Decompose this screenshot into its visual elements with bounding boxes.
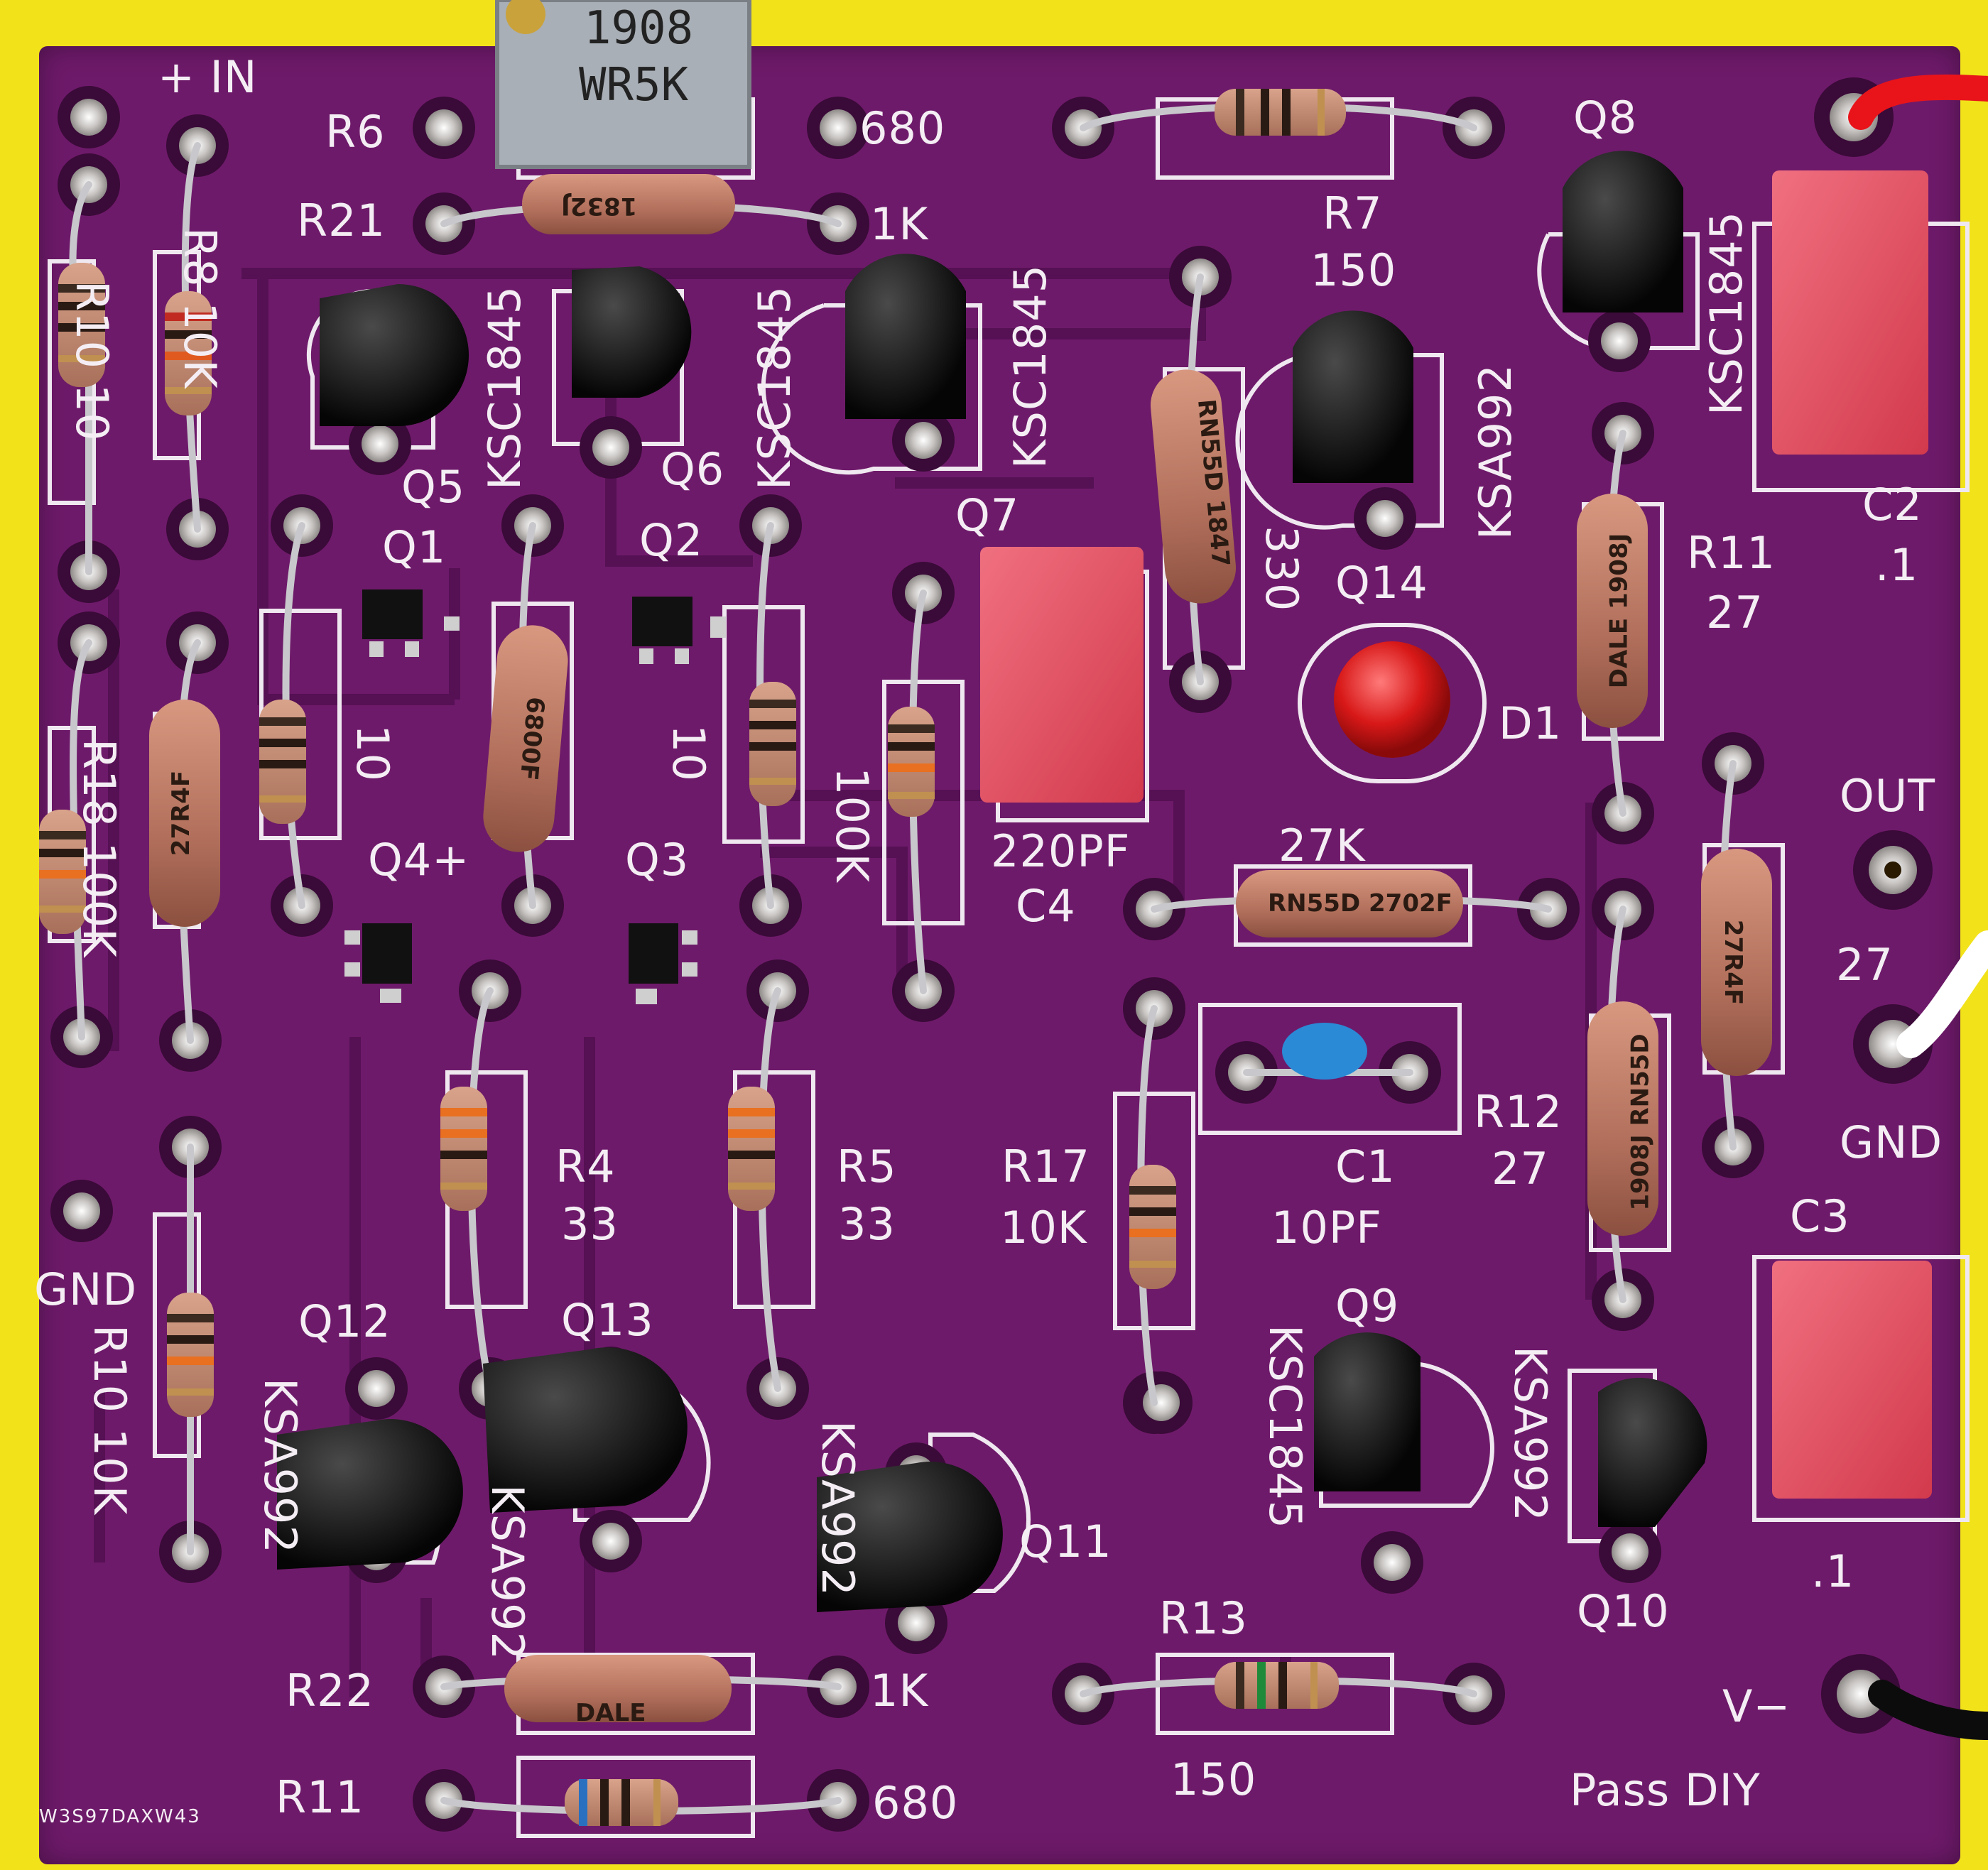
label-r18: R18 100K <box>73 739 125 958</box>
label-plus-in: + IN <box>158 51 258 103</box>
label-r5: R5 <box>837 1141 897 1192</box>
ceramic-capacitor <box>1282 1023 1367 1080</box>
label-q11-part: KSA992 <box>812 1420 864 1597</box>
label-q9: Q9 <box>1335 1280 1400 1332</box>
label-r13: R13 <box>1159 1592 1248 1644</box>
label-c2-value: .1 <box>1875 539 1919 591</box>
label-r21: R21 <box>297 195 386 246</box>
label-r11-bottom-value: 680 <box>872 1777 959 1829</box>
label-27k: 27K <box>1278 820 1366 871</box>
label-10a: 10 <box>347 724 398 782</box>
label-r17-value: 10K <box>1000 1202 1087 1254</box>
label-q14-part: KSA992 <box>1470 364 1521 540</box>
label-d1: D1 <box>1499 697 1563 749</box>
trimpot-marking-top: 1908 <box>584 2 694 55</box>
to92-transistors <box>277 151 1707 1612</box>
resistor-bodies <box>149 174 1772 1722</box>
label-c3: C3 <box>1790 1190 1850 1242</box>
label-q6: Q6 <box>661 443 725 495</box>
label-r11-right-value: 27 <box>1706 587 1764 638</box>
label-q12: Q12 <box>298 1295 391 1347</box>
label-r10: R10 10K <box>84 1325 136 1516</box>
label-c2: C2 <box>1862 479 1923 531</box>
label-board-id: W3S97DAXW43 <box>39 1806 201 1827</box>
label-v-minus: V− <box>1722 1680 1791 1732</box>
label-10b: 10 <box>663 724 715 782</box>
label-q8: Q8 <box>1573 92 1638 143</box>
r11-body-marking: DALE 1908J <box>1604 533 1634 689</box>
label-pass-diy: Pass DIY <box>1570 1764 1761 1816</box>
label-r22-value: 1K <box>870 1665 929 1717</box>
trimpot <box>495 0 751 169</box>
label-r7: R7 <box>1322 187 1383 239</box>
r22-body-marking: DALE <box>575 1699 646 1727</box>
label-330: 330 <box>1256 526 1308 612</box>
label-q11: Q11 <box>1019 1516 1112 1567</box>
label-q2: Q2 <box>639 514 704 566</box>
label-gnd-left: GND <box>34 1263 138 1315</box>
hookup-wires <box>1848 74 1988 1740</box>
label-q10: Q10 <box>1577 1585 1670 1637</box>
label-r7-value: 150 <box>1310 244 1397 296</box>
label-r4: R4 <box>555 1141 616 1192</box>
label-q13: Q13 <box>561 1294 654 1346</box>
label-c4: C4 <box>1016 880 1076 932</box>
label-q6-part: KSC1845 <box>749 285 800 490</box>
label-r22: R22 <box>286 1665 374 1717</box>
label-r21-value: 1K <box>870 198 929 250</box>
small-resistors <box>39 89 1346 1826</box>
film-capacitors <box>980 170 1932 1499</box>
r27r4f-left-body-marking: 27R4F <box>167 770 196 857</box>
label-r13-value: 150 <box>1170 1754 1257 1805</box>
label-r12-value: 27 <box>1492 1143 1549 1195</box>
label-c4-value: 220PF <box>991 825 1131 877</box>
r12-body-marking: 1908J RN55D <box>1626 1033 1655 1211</box>
label-r12: R12 <box>1474 1086 1563 1138</box>
r27r4f-right-body-marking: 27R4F <box>1719 919 1748 1006</box>
label-q8-part: KSC1845 <box>1700 210 1752 415</box>
led-d1 <box>1334 641 1450 758</box>
r21-body-marking: 1832J <box>561 192 638 220</box>
label-q7-part: KSC1845 <box>1004 263 1056 469</box>
label-27: 27 <box>1836 939 1894 991</box>
label-r4-value: 33 <box>561 1198 619 1250</box>
label-100k: 100K <box>826 767 878 883</box>
label-c3-value: .1 <box>1811 1545 1855 1597</box>
label-q9-part: KSC1845 <box>1259 1325 1311 1530</box>
label-gnd-right: GND <box>1840 1116 1943 1168</box>
label-r10-left: R10 10 <box>66 281 118 442</box>
r27k-body-marking: RN55D 2702F <box>1268 889 1452 918</box>
label-c1: C1 <box>1335 1141 1396 1192</box>
label-r6: R6 <box>325 106 386 158</box>
label-q5-part: KSC1845 <box>479 285 531 490</box>
label-r17: R17 <box>1001 1141 1090 1192</box>
label-r11-right: R11 <box>1687 527 1776 579</box>
label-q3: Q3 <box>625 834 690 886</box>
label-r8: R8 10K <box>174 227 226 389</box>
label-c1-value: 10PF <box>1271 1202 1382 1254</box>
label-q5: Q5 <box>401 461 466 513</box>
label-q7: Q7 <box>955 489 1020 541</box>
label-out: OUT <box>1840 770 1936 822</box>
label-q13-part: KSA992 <box>482 1484 533 1660</box>
label-q12-part: KSA992 <box>254 1378 306 1554</box>
trimpot-marking-bottom: WR5K <box>579 59 689 112</box>
smd-transistors <box>344 589 726 1004</box>
label-q10-part: KSA992 <box>1504 1346 1556 1522</box>
label-r5-value: 33 <box>838 1198 896 1250</box>
label-r6-value: 680 <box>859 102 946 154</box>
label-r11-bottom: R11 <box>276 1771 364 1823</box>
label-q1: Q1 <box>382 521 447 573</box>
label-q14: Q14 <box>1335 557 1428 609</box>
label-q4: Q4+ <box>368 834 470 886</box>
